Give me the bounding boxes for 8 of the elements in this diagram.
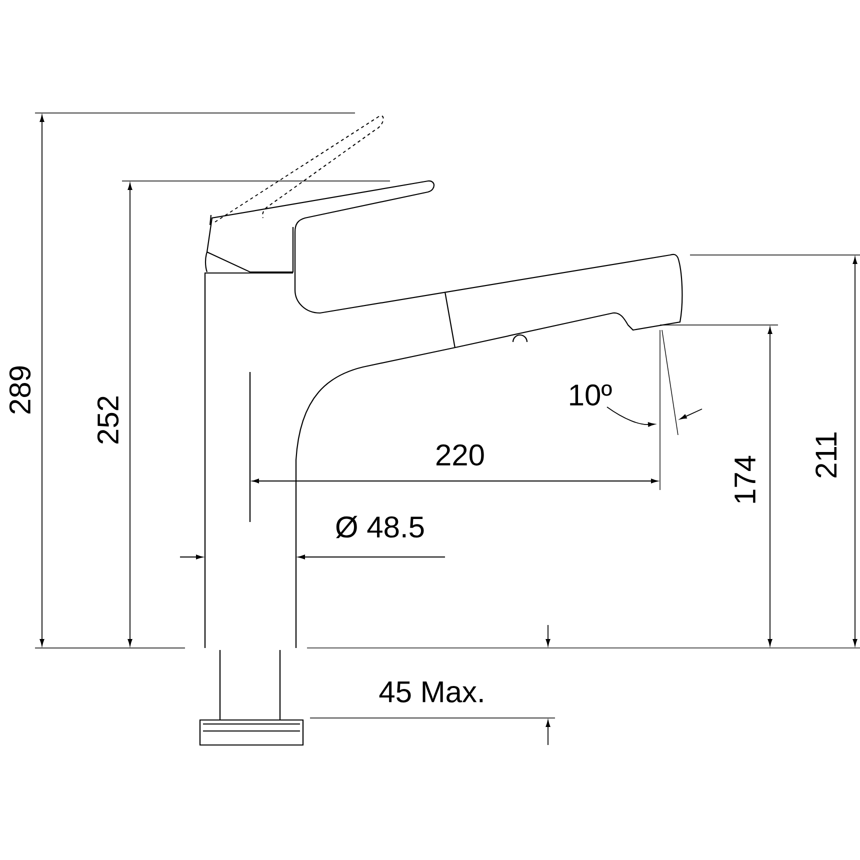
dimension-label: 211 [816, 432, 836, 478]
dimension-label: Ø 48.5 [336, 516, 424, 538]
dimension-label: 289 [9, 366, 31, 414]
dimension-label: 174 [734, 456, 756, 503]
dimension-label: 252 [97, 396, 119, 444]
dimension-label: 45 Max. [379, 682, 483, 702]
dimension-label: 220 [436, 444, 484, 466]
dimension-label: 10º [570, 384, 612, 406]
